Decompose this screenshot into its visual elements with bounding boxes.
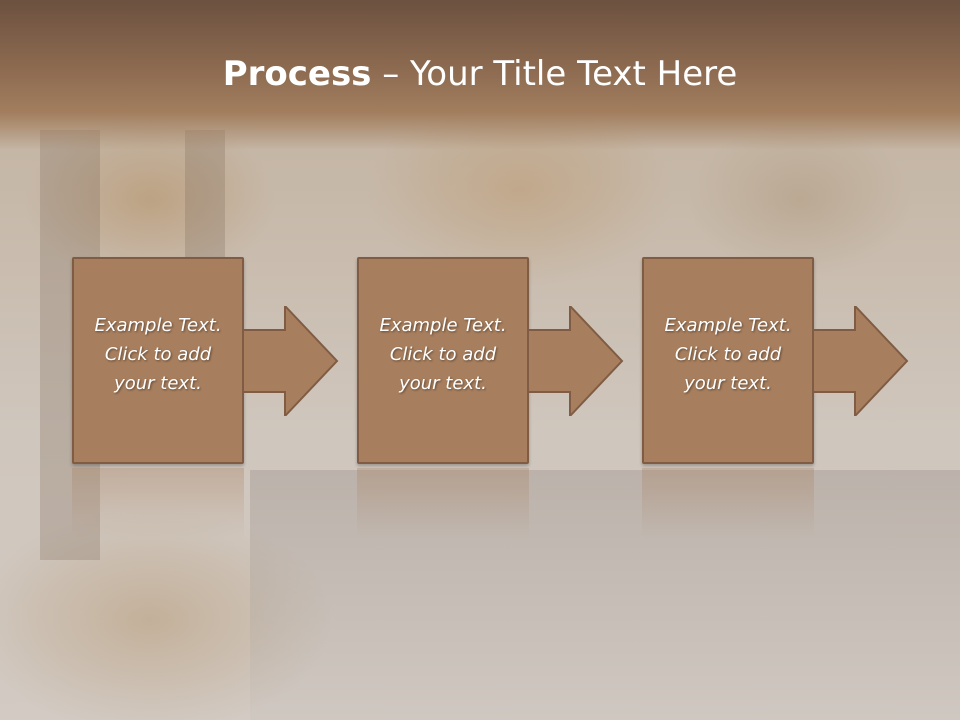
title-bold: Process	[222, 54, 372, 94]
step-3-text: Example Text. Click to add your text.	[664, 315, 792, 394]
title-bar	[0, 0, 960, 150]
process-step-3[interactable]: Example Text. Click to add your text.	[642, 257, 814, 464]
arrow-right-icon	[243, 306, 339, 416]
step-3-reflection	[642, 468, 814, 538]
process-step-2[interactable]: Example Text. Click to add your text.	[357, 257, 529, 464]
arrow-right-icon	[813, 306, 909, 416]
pond-area	[250, 470, 960, 720]
step-2-reflection	[357, 468, 529, 538]
slide-title[interactable]: Process – Your Title Text Here	[0, 52, 960, 96]
arrow-right-icon	[528, 306, 624, 416]
step-2-text: Example Text. Click to add your text.	[379, 315, 507, 394]
process-step-1[interactable]: Example Text. Click to add your text.	[72, 257, 244, 464]
title-rest: – Your Title Text Here	[371, 54, 738, 94]
step-1-reflection	[72, 468, 244, 538]
step-1-text: Example Text. Click to add your text.	[94, 315, 222, 394]
